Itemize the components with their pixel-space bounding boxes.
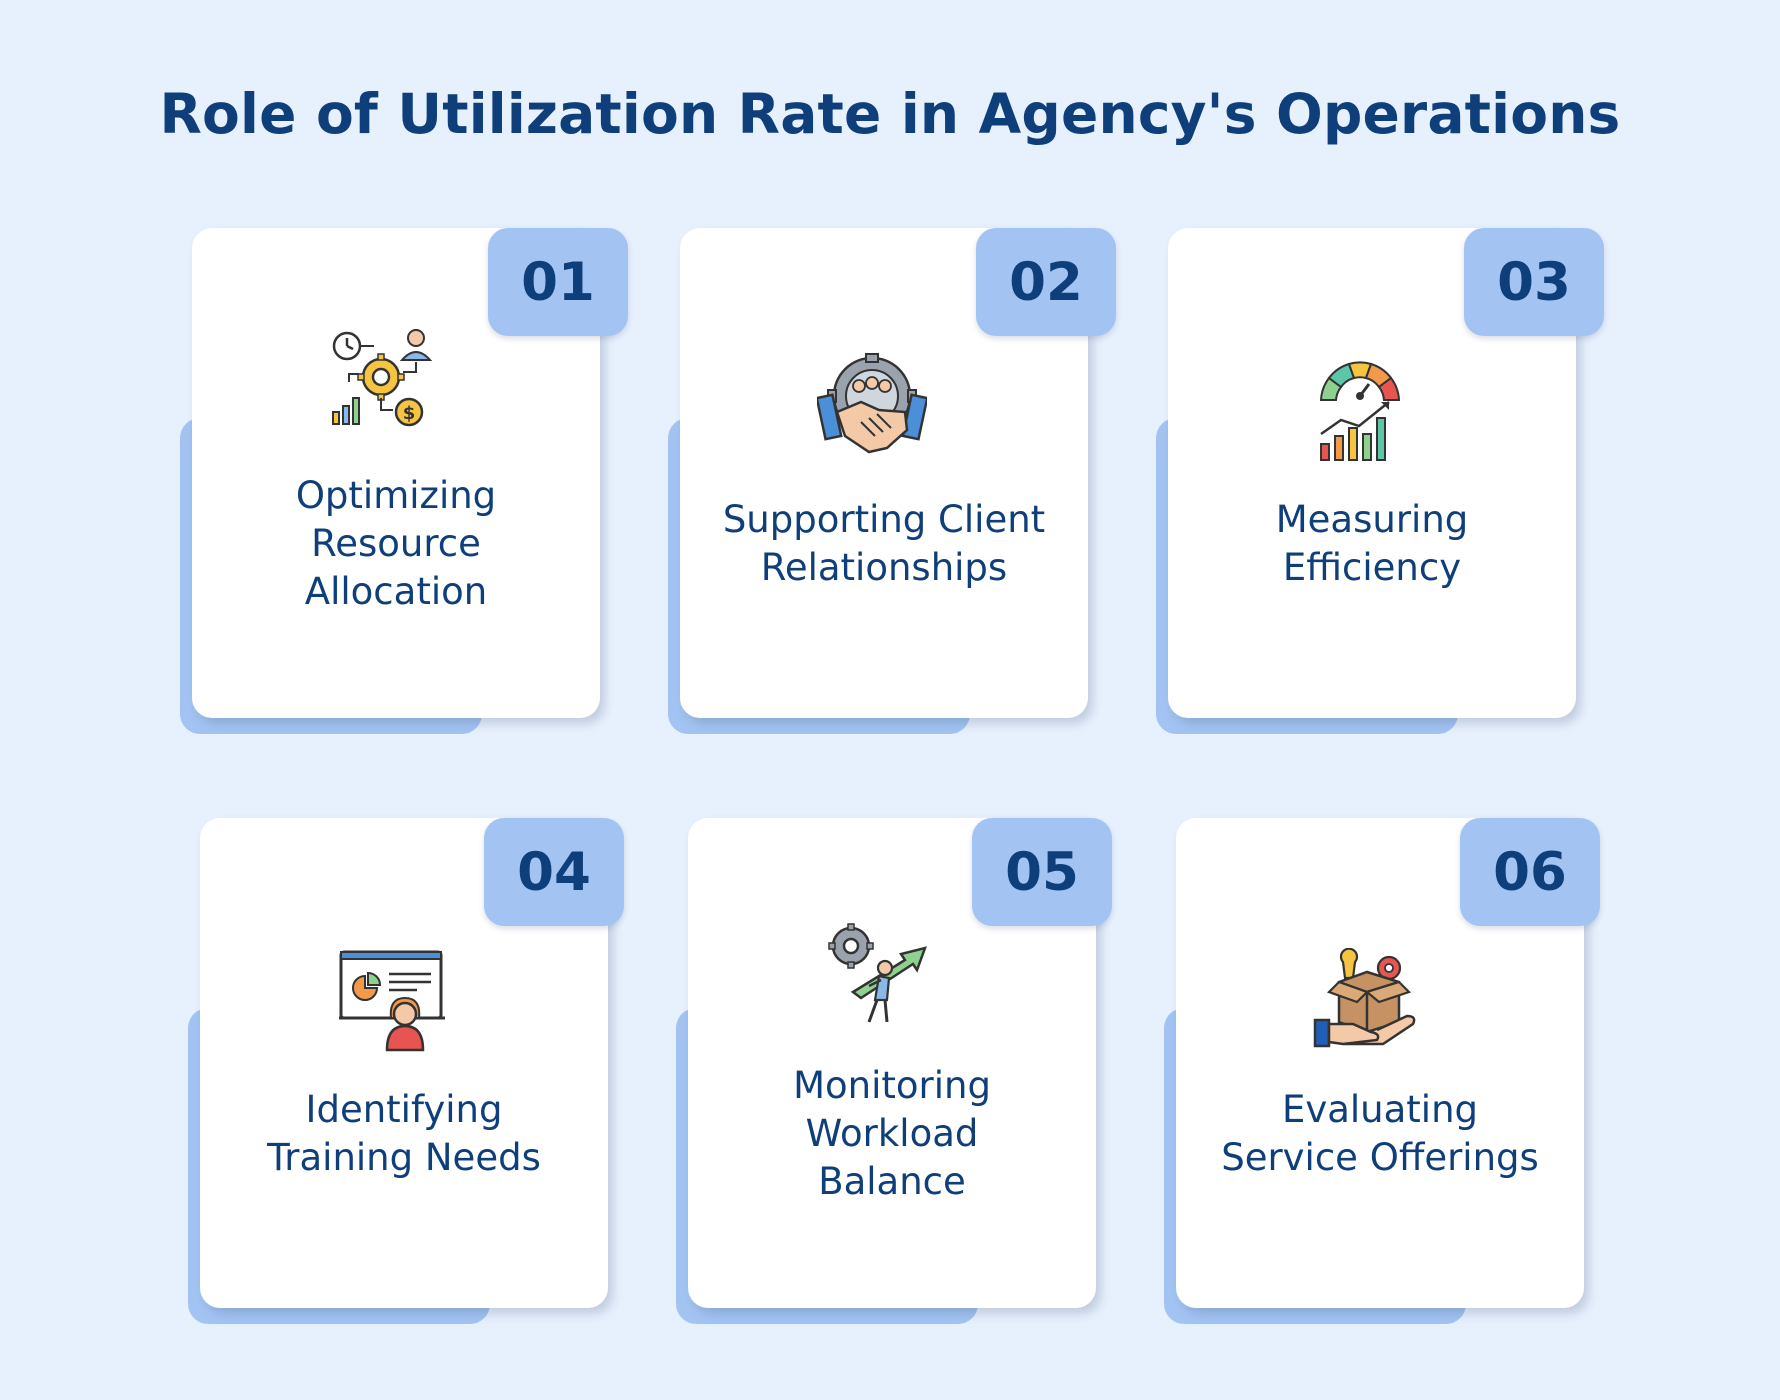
card-number-badge: 05: [972, 818, 1112, 926]
svg-text:$: $: [403, 403, 416, 424]
card-02: 02 Supporting Client Relationships: [668, 228, 1148, 738]
service-box-hand-icon: [1313, 948, 1416, 1048]
card-number-badge: 04: [484, 818, 624, 926]
card-03: 03 Measuring Efficiency: [1156, 228, 1636, 738]
card-label: Optimizing Resource Allocation: [295, 474, 497, 613]
training-presentation-icon: [339, 950, 445, 1052]
card-01: 01 $ Optimizing Resource Allocation: [180, 228, 660, 738]
gauge-chart-icon: [1319, 361, 1401, 461]
card-label: Supporting Client Relationships: [722, 498, 1046, 589]
card-number-badge: 06: [1460, 818, 1600, 926]
card-04: 04 Identifying Training Needs: [188, 818, 668, 1328]
card-label: Measuring Efficiency: [1275, 498, 1469, 589]
card-number-badge: 01: [488, 228, 628, 336]
card-number-badge: 02: [976, 228, 1116, 336]
card-label: Identifying Training Needs: [267, 1088, 541, 1179]
card-label: Monitoring Workload Balance: [793, 1064, 991, 1203]
resource-allocation-icon: $: [332, 329, 433, 427]
workload-person-icon: [828, 923, 927, 1023]
page-title: Role of Utilization Rate in Agency's Ope…: [159, 82, 1621, 146]
card-05: 05 Monitoring Workload Balance: [676, 818, 1156, 1328]
card-number-badge: 03: [1464, 228, 1604, 336]
card-label: Evaluating Service Offerings: [1221, 1088, 1539, 1179]
handshake-gear-icon: [817, 353, 927, 454]
card-06: 06 Evaluating Service Offerings: [1164, 818, 1644, 1328]
